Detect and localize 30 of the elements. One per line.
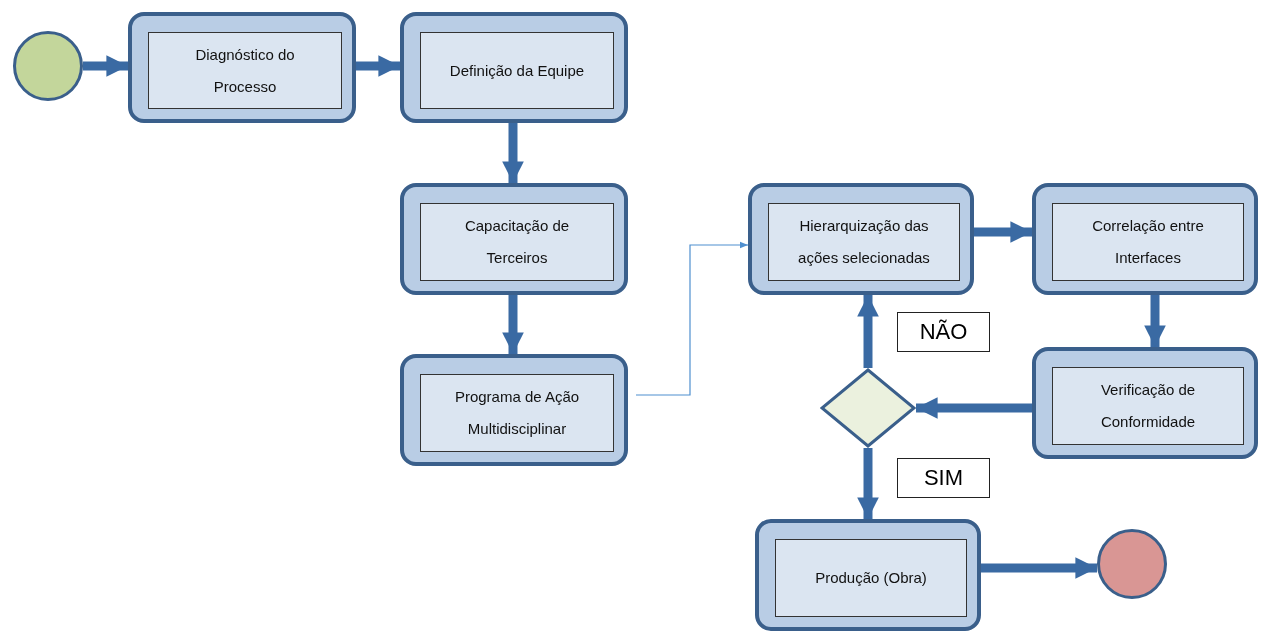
process-box	[1032, 183, 1258, 295]
arrow	[502, 123, 524, 183]
box-label: Capacitação de Terceiros	[463, 216, 571, 268]
edge-label: SIM	[897, 458, 990, 498]
arrow	[857, 295, 879, 368]
process-box	[748, 183, 974, 295]
arrow	[857, 448, 879, 519]
box-label: Verificação de Conformidade	[1099, 380, 1197, 432]
edge-label: NÃO	[897, 312, 990, 352]
arrow	[1144, 295, 1166, 347]
process-box	[400, 183, 628, 295]
box-label: Definição da Equipe	[448, 60, 586, 81]
arrow	[916, 397, 1032, 419]
box-label: Programa de Ação Multidisciplinar	[453, 387, 581, 439]
process-box	[400, 354, 628, 466]
process-box	[1032, 347, 1258, 459]
box-label: Produção (Obra)	[814, 568, 928, 588]
arrow	[635, 241, 749, 396]
box-label: Hierarquização das ações selecionadas	[797, 216, 931, 268]
arrow	[981, 557, 1097, 579]
process-box	[128, 12, 356, 123]
arrow	[83, 55, 128, 77]
arrow	[356, 55, 400, 77]
process-box	[400, 12, 628, 123]
arrow	[974, 221, 1032, 243]
box-label: Correlação entre Interfaces	[1091, 216, 1205, 268]
process-box	[755, 519, 981, 631]
arrow	[502, 295, 524, 354]
decision-diamond	[820, 368, 916, 448]
box-label: Diagnóstico do Processo	[194, 44, 296, 97]
